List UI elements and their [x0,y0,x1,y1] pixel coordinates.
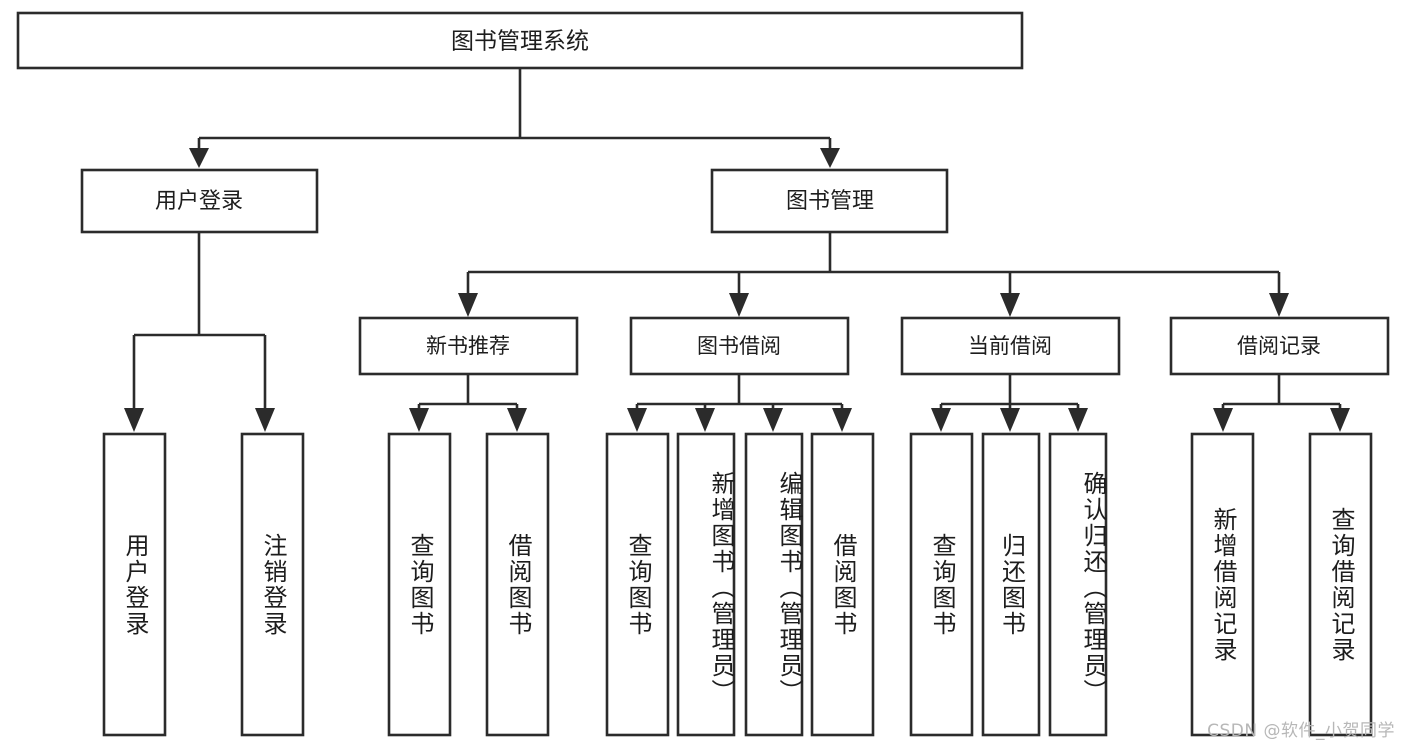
leaf-box-query-book-1[interactable] [387,432,452,737]
leaf-box-query-record[interactable] [1308,432,1373,737]
leaf-boxes [102,432,1373,737]
leaf-box-add-record[interactable] [1190,432,1255,737]
leaf-box-add-book[interactable] [676,432,736,737]
arrowhead-leaf-return-book [1000,408,1020,432]
node-label-borrow-record: 借阅记录 [1237,334,1321,358]
arrowhead-leaf-add-record [1213,408,1233,432]
node-book-manage[interactable]: 图书管理 [710,168,949,234]
arrowhead-leaf-edit-book [763,408,783,432]
arrowhead-leaf-user-login [124,408,144,432]
arrowhead-leaf-borrow-book-1 [507,408,527,432]
connector-group-user-login [124,232,275,432]
node-box-user-login[interactable] [80,168,319,234]
node-box-new-book-rec[interactable] [358,316,579,376]
node-box-book-manage[interactable] [710,168,949,234]
arrowhead-leaf-logout [255,408,275,432]
node-book-borrow[interactable]: 图书借阅 [629,316,850,376]
arrowhead-leaf-query-book-3 [931,408,951,432]
watermark-text: CSDN @软件_小贺同学 [1207,721,1395,741]
leaf-box-logout[interactable] [240,432,305,737]
node-borrow-record[interactable]: 借阅记录 [1169,316,1390,376]
leaf-box-borrow-book-2[interactable] [810,432,875,737]
node-user-login[interactable]: 用户登录 [80,168,319,234]
node-label-user-login: 用户登录 [155,189,243,214]
arrowhead-leaf-add-book [695,408,715,432]
node-box-current-borrow[interactable] [900,316,1121,376]
arrowhead-borrow-record [1269,293,1289,317]
node-box-root[interactable] [16,11,1024,70]
arrowhead-new-book-rec [458,293,478,317]
arrowhead-leaf-query-book-1 [409,408,429,432]
connector-group-borrow-record [1213,374,1350,432]
connector-group-new-book-rec [409,374,527,432]
leaf-box-user-login[interactable] [102,432,167,737]
connector-group-root [189,68,840,168]
arrowhead-leaf-borrow-book-2 [832,408,852,432]
connector-group-book-borrow [627,374,852,432]
leaf-box-edit-book[interactable] [744,432,804,737]
leaf-box-query-book-3[interactable] [909,432,974,737]
node-root[interactable]: 图书管理系统 [16,11,1024,70]
leaf-box-query-book-2[interactable] [605,432,670,737]
arrowhead-leaf-query-book-2 [627,408,647,432]
leaf-box-return-book[interactable] [981,432,1041,737]
arrowhead-user-login [189,148,209,168]
arrowhead-current-borrow [1000,293,1020,317]
arrowhead-book-borrow [729,293,749,317]
connector-group-current-borrow [931,374,1088,432]
leaf-box-borrow-book-1[interactable] [485,432,550,737]
node-new-book-rec[interactable]: 新书推荐 [358,316,579,376]
node-label-current-borrow: 当前借阅 [968,334,1052,358]
arrowhead-leaf-confirm-return [1068,408,1088,432]
node-label-new-book-rec: 新书推荐 [426,334,510,358]
node-box-borrow-record[interactable] [1169,316,1390,376]
node-box-book-borrow[interactable] [629,316,850,376]
arrowhead-book-manage [820,148,840,168]
node-label-book-manage: 图书管理 [786,189,874,214]
node-label-book-borrow: 图书借阅 [697,334,781,358]
node-label-root: 图书管理系统 [451,29,589,55]
arrowhead-leaf-query-record [1330,408,1350,432]
leaf-box-confirm-return[interactable] [1048,432,1108,737]
node-current-borrow[interactable]: 当前借阅 [900,316,1121,376]
connector-group-book-manage [458,232,1289,317]
